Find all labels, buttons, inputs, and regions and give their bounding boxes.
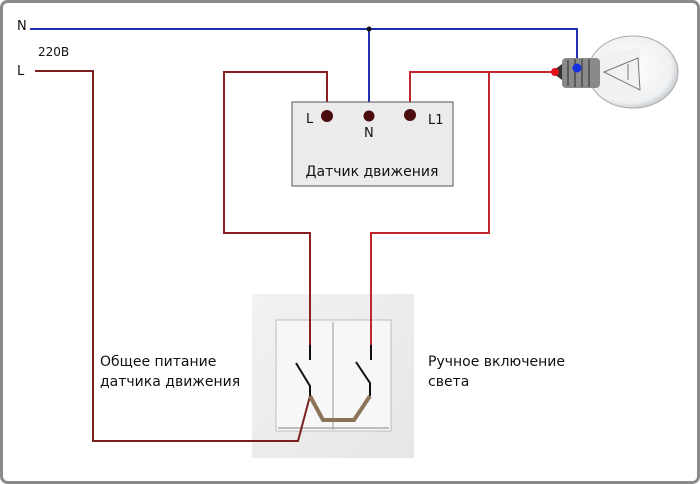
junction-dot	[366, 26, 372, 32]
bulb-neutral-contact	[572, 63, 582, 73]
terminal-n	[363, 110, 375, 122]
sensor-l-wire	[223, 71, 328, 345]
terminal-l1	[404, 109, 416, 121]
manual-switch-wire	[370, 72, 490, 345]
line-wire	[35, 70, 311, 442]
switch-lever-left[interactable]	[295, 362, 311, 396]
neutral-wire	[30, 28, 578, 68]
sensor-title: Датчик движения	[306, 164, 439, 180]
line-label: L	[17, 64, 25, 79]
light-bulb	[554, 35, 679, 109]
neutral-label: N	[17, 19, 27, 34]
voltage-label: 220В	[38, 45, 69, 59]
terminal-l	[321, 110, 333, 122]
double-switch	[252, 294, 414, 458]
left-annotation-line2: датчика движения	[100, 374, 240, 390]
right-annotation-line2: света	[428, 374, 469, 390]
switch-bridge	[308, 394, 372, 422]
terminal-l-label: L	[306, 112, 314, 127]
terminal-l1-label: L1	[428, 113, 444, 128]
bulb-phase-contact	[551, 68, 559, 76]
right-annotation-line1: Ручное включение	[428, 354, 565, 370]
sensor-l1-wire	[409, 71, 555, 115]
terminal-n-label: N	[364, 126, 374, 141]
switch-lever-right[interactable]	[355, 361, 371, 396]
left-annotation-line1: Общее питание	[100, 354, 216, 370]
